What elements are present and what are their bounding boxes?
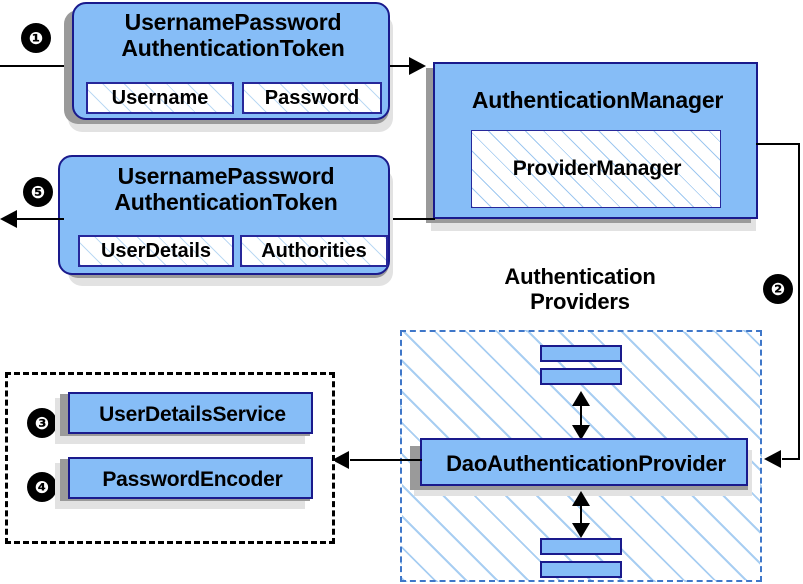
provider-to-beans-line — [350, 459, 422, 461]
incoming-request-line — [0, 65, 72, 67]
password-encoder-label: PasswordEncoder — [102, 468, 283, 491]
step-badge-5: ❺ — [24, 178, 52, 206]
field-authorities[interactable]: Authorities — [240, 235, 388, 267]
step-badge-1: ❶ — [22, 24, 50, 52]
field-userdetails[interactable]: UserDetails — [78, 235, 234, 267]
step-badge-4: ❹ — [28, 473, 56, 501]
provider-link-bottom-arrow-down — [572, 523, 590, 538]
provider-link-top-arrow-down — [572, 425, 590, 440]
outgoing-response-line — [16, 218, 64, 220]
request-token-title: UsernamePassword AuthenticationToken — [121, 9, 345, 61]
manager-to-response-line — [390, 218, 435, 220]
request-token-box[interactable]: UsernamePassword AuthenticationToken Use… — [72, 2, 390, 120]
provider-to-beans-arrowhead — [332, 451, 349, 469]
outgoing-response-arrowhead — [0, 210, 17, 228]
provider-stub-bottom-bar-1 — [540, 538, 622, 555]
response-token-title: UsernamePassword AuthenticationToken — [114, 163, 338, 215]
field-password[interactable]: Password — [242, 82, 382, 114]
authentication-manager-title: AuthenticationManager — [471, 87, 724, 113]
dao-authentication-provider-label: DaoAuthenticationProvider — [446, 451, 726, 476]
provider-stub-top-bar-1 — [540, 345, 622, 362]
provider-entry-arrowhead — [764, 450, 781, 468]
manager-branch-bottom-line — [782, 458, 800, 460]
provider-stub-bottom-bar-2 — [540, 561, 622, 578]
authentication-manager-box[interactable]: AuthenticationManager ProviderManager — [433, 62, 758, 219]
user-details-service-label: UserDetailsService — [99, 403, 286, 426]
dao-authentication-provider-box[interactable]: DaoAuthenticationProvider — [420, 438, 748, 486]
provider-stub-top-bar-2 — [540, 368, 622, 385]
password-encoder-box[interactable]: PasswordEncoder — [68, 457, 313, 499]
manager-branch-vertical-line — [798, 143, 800, 459]
provider-manager-box[interactable]: ProviderManager — [471, 130, 721, 208]
provider-manager-label: ProviderManager — [512, 157, 682, 180]
token-to-manager-line — [390, 65, 422, 67]
step-badge-2: ❷ — [764, 275, 792, 303]
provider-link-bottom-line — [580, 495, 582, 535]
field-username[interactable]: Username — [86, 82, 234, 114]
authentication-providers-title: Authentication Providers — [504, 264, 656, 314]
response-token-box[interactable]: UsernamePassword AuthenticationToken Use… — [58, 155, 390, 275]
provider-link-top-line — [580, 395, 582, 437]
step-badge-3: ❸ — [28, 409, 56, 437]
user-details-service-box[interactable]: UserDetailsService — [68, 392, 313, 434]
manager-branch-top-line — [756, 143, 800, 145]
token-to-manager-arrowhead — [409, 57, 426, 75]
